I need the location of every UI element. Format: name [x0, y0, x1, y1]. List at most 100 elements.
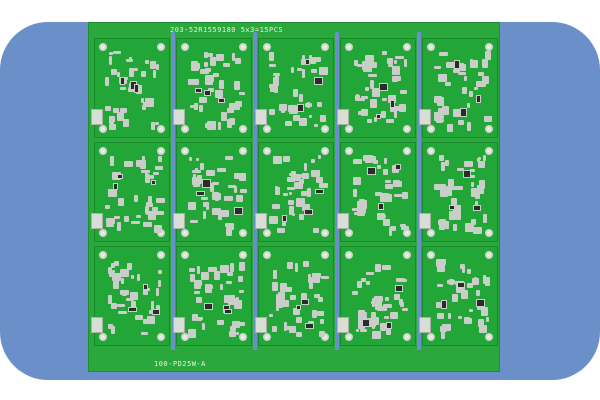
solder-pad — [286, 326, 294, 330]
solder-pad — [217, 320, 224, 325]
solder-pad — [307, 188, 311, 197]
solder-pad — [202, 323, 205, 330]
solder-pad — [358, 111, 366, 115]
mounting-hole — [181, 251, 189, 259]
mounting-hole — [99, 251, 107, 259]
solder-pad — [142, 105, 146, 110]
ic-chip — [128, 307, 137, 312]
solder-pad — [445, 221, 449, 229]
mounting-hole — [157, 333, 165, 341]
ic-chip — [390, 100, 395, 108]
solder-pad — [478, 161, 485, 168]
solder-pad — [438, 108, 445, 114]
solder-pad — [212, 208, 221, 215]
solder-pad — [382, 51, 387, 55]
mounting-hole — [321, 251, 329, 259]
solder-pad — [295, 175, 301, 179]
solder-pad — [230, 328, 234, 331]
solder-pad — [484, 116, 492, 122]
solder-pad — [158, 156, 162, 162]
solder-pad — [291, 178, 300, 181]
solder-pad — [196, 297, 202, 303]
solder-pad — [372, 331, 381, 339]
solder-pad — [143, 102, 146, 106]
solder-pad — [456, 284, 465, 293]
solder-pad — [485, 51, 491, 60]
solder-pad — [314, 57, 321, 62]
solder-pad — [473, 227, 482, 234]
pcb-board — [91, 142, 170, 242]
solder-pad — [372, 298, 375, 307]
ic-chip — [454, 60, 460, 69]
solder-pad — [281, 104, 285, 113]
solder-pad — [205, 123, 208, 128]
solder-pad — [402, 308, 408, 311]
solder-pad — [291, 67, 294, 73]
solder-pad — [399, 299, 403, 305]
solder-pad — [156, 198, 165, 203]
solder-pad — [469, 318, 472, 324]
solder-pad — [465, 223, 474, 232]
solder-pad — [141, 332, 148, 335]
pcb-board — [173, 246, 252, 346]
ic-chip — [376, 114, 381, 119]
solder-pad — [396, 278, 405, 282]
solder-pad — [370, 99, 377, 108]
edge-connector — [337, 109, 349, 125]
solder-pad — [192, 314, 198, 321]
solder-pad — [151, 122, 155, 130]
solder-pad — [232, 53, 235, 61]
solder-pad — [205, 81, 213, 85]
solder-pad — [145, 98, 154, 107]
mounting-hole — [239, 147, 247, 155]
solder-pad — [220, 284, 223, 290]
routing-slot — [253, 32, 257, 350]
solder-pad — [269, 314, 273, 317]
solder-pad — [385, 180, 391, 183]
solder-pad — [200, 69, 209, 74]
solder-pad — [212, 182, 219, 185]
edge-connector — [255, 317, 267, 333]
mounting-hole — [485, 125, 493, 133]
solder-pad — [143, 222, 152, 227]
solder-pad — [354, 212, 358, 215]
solder-pad — [221, 112, 227, 121]
solder-pad — [318, 297, 323, 302]
edge-connector — [255, 109, 267, 125]
solder-pad — [301, 293, 307, 302]
solder-pad — [117, 222, 121, 231]
ic-chip — [296, 305, 301, 310]
solder-pad — [317, 102, 322, 107]
solder-pad — [109, 119, 114, 124]
solder-pad — [436, 302, 441, 308]
solder-pad — [400, 224, 406, 227]
solder-pad — [189, 157, 192, 161]
solder-pad — [106, 224, 114, 227]
ic-chip — [367, 167, 376, 175]
solder-pad — [386, 119, 394, 123]
solder-pad — [293, 115, 300, 121]
solder-pad — [290, 295, 296, 300]
solder-pad — [357, 281, 362, 288]
solder-pad — [437, 263, 445, 272]
solder-pad — [112, 270, 115, 273]
solder-pad — [476, 290, 480, 296]
solder-pad — [453, 109, 462, 117]
solder-pad — [486, 317, 489, 322]
solder-pad — [203, 211, 206, 219]
solder-pad — [277, 204, 280, 209]
solder-pad — [150, 61, 156, 69]
solder-pad — [314, 124, 318, 127]
solder-pad — [274, 81, 277, 86]
ic-chip — [386, 322, 392, 329]
solder-pad — [448, 62, 457, 68]
solder-pad — [227, 272, 233, 276]
solder-pad — [308, 274, 311, 283]
solder-pad — [228, 223, 234, 230]
solder-pad — [284, 287, 292, 292]
solder-pad — [190, 274, 195, 282]
mounting-hole — [485, 147, 493, 155]
solder-pad — [434, 184, 441, 190]
solder-pad — [145, 206, 149, 214]
mounting-hole — [427, 147, 435, 155]
